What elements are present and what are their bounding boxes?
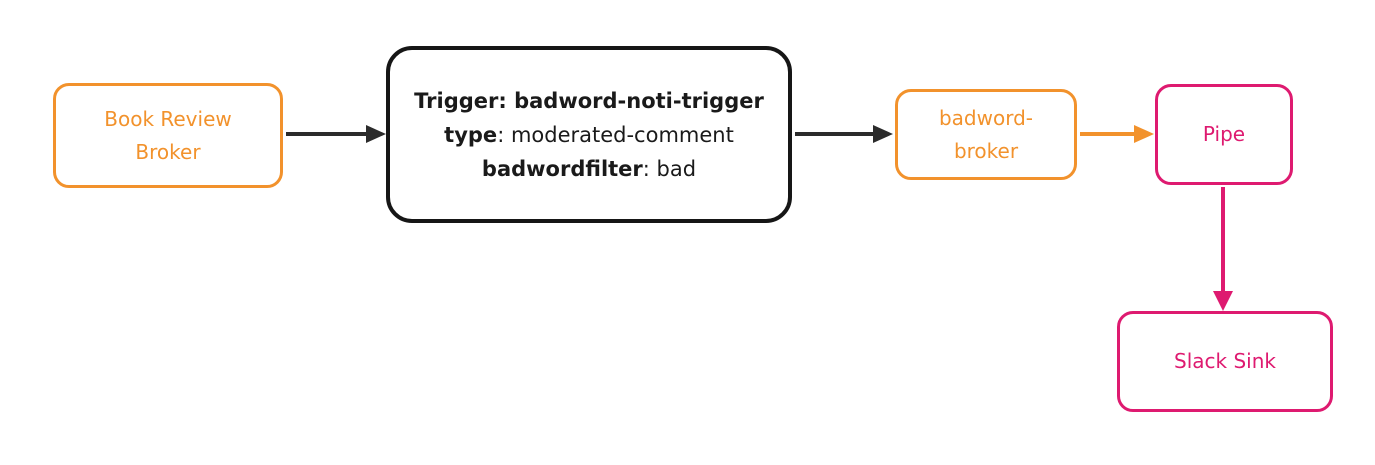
edge-brokerreview-to-trigger-line bbox=[286, 132, 368, 136]
edge-pipe-to-slacksink-line bbox=[1221, 187, 1225, 293]
trigger-filter-line: badwordfilter: bad bbox=[482, 152, 696, 186]
node-label-line: badword- bbox=[938, 105, 1034, 130]
node-book-review-broker: Book Review Broker bbox=[53, 83, 283, 188]
node-label-line: Book Review bbox=[104, 106, 232, 131]
trigger-filter-value: : bad bbox=[642, 156, 697, 181]
arrow-right-icon bbox=[873, 125, 893, 143]
node-pipe: Pipe bbox=[1155, 84, 1293, 185]
trigger-type-value: : moderated-comment bbox=[497, 122, 734, 147]
arrow-right-icon bbox=[366, 125, 386, 143]
edge-trigger-to-badwordbroker-line bbox=[795, 132, 875, 136]
arrow-down-icon bbox=[1213, 291, 1233, 311]
trigger-name-line: Trigger: badword-noti-trigger bbox=[414, 88, 764, 113]
node-slack-sink: Slack Sink bbox=[1117, 311, 1333, 412]
node-label-line: Pipe bbox=[1202, 122, 1246, 146]
edge-badwordbroker-to-pipe-line bbox=[1080, 132, 1136, 136]
node-badword-broker: badword- broker bbox=[895, 89, 1077, 180]
trigger-type-line: type: moderated-comment bbox=[444, 118, 734, 152]
trigger-filter-key: badwordfilter bbox=[481, 156, 643, 181]
node-trigger-details: Trigger: badword-noti-trigger type: mode… bbox=[386, 46, 792, 223]
arrow-right-icon bbox=[1134, 125, 1154, 143]
node-label-line: Slack Sink bbox=[1174, 349, 1276, 373]
node-label-line: Broker bbox=[135, 139, 201, 164]
node-label-line: broker bbox=[953, 138, 1019, 163]
trigger-type-key: type bbox=[444, 122, 498, 147]
